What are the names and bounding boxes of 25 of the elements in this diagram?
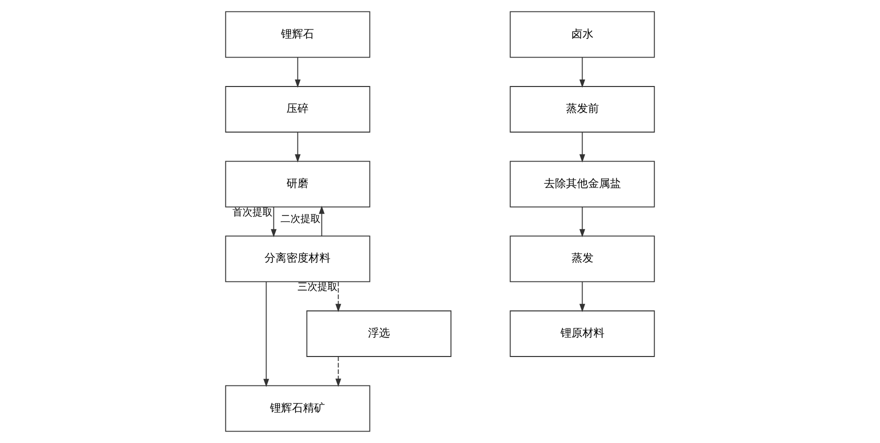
- arrow: [335, 356, 342, 387]
- arrow: [263, 282, 270, 388]
- edge-label: 首次提取: [232, 207, 273, 218]
- arrow: [294, 132, 301, 163]
- node-box: 研磨: [225, 160, 370, 208]
- node-box: 锂辉石: [225, 11, 370, 58]
- node-box: 压碎: [225, 86, 370, 133]
- node-box: 蒸发前: [510, 86, 655, 133]
- node-box: 锂原材料: [510, 310, 655, 357]
- arrow: [294, 56, 301, 88]
- arrow: [318, 206, 325, 236]
- node-box: 蒸发: [510, 236, 655, 282]
- arrow: [270, 206, 277, 238]
- arrow: [335, 281, 342, 312]
- edge-label: 二次提取: [280, 214, 321, 225]
- node-box: 卤水: [510, 11, 655, 58]
- node-box: 去除其他金属盐: [510, 160, 655, 208]
- edge-label: 三次提取: [297, 282, 338, 294]
- node-box: 分离密度材料: [225, 236, 370, 282]
- node-box: 锂辉石精矿: [225, 385, 370, 432]
- arrow: [579, 56, 586, 88]
- arrow: [579, 281, 586, 312]
- arrow: [579, 132, 586, 163]
- arrow: [579, 206, 586, 238]
- node-box: 浮选: [306, 310, 452, 357]
